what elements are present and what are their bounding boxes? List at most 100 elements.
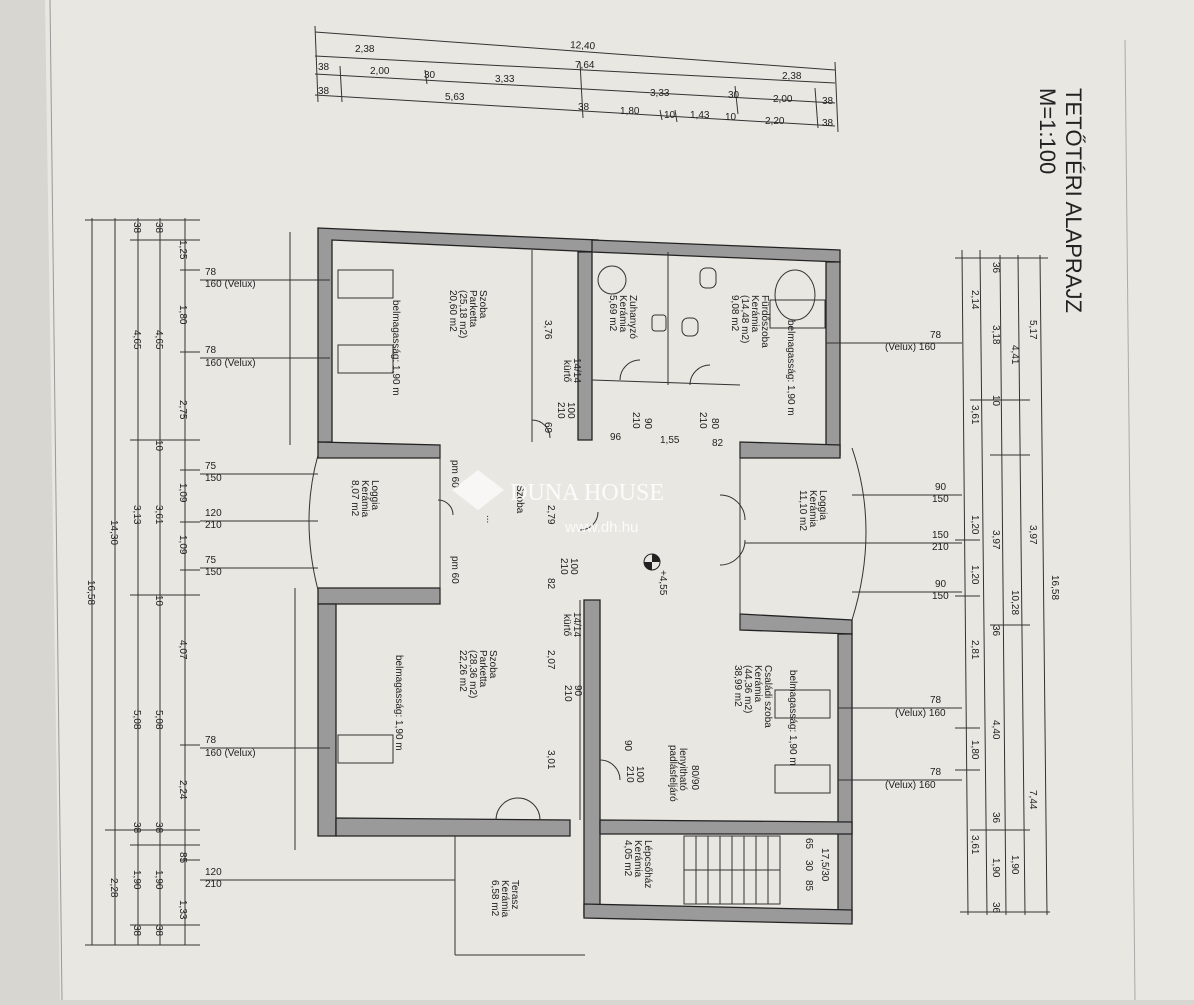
dim-left-5: 1,09	[177, 535, 188, 555]
door-label: kürtő	[561, 360, 572, 383]
room-label: 5,69 m2	[607, 295, 618, 332]
room-label: Kerámia	[749, 295, 760, 333]
window-label: 78	[930, 330, 942, 341]
room-label: Kerámia	[807, 490, 818, 528]
dim-left-4: 38	[153, 925, 164, 937]
window-label: 78	[930, 695, 942, 706]
spot-level-marker	[643, 553, 661, 571]
room-label: 8,07 m2	[349, 480, 360, 517]
dim-left-3: 1,90	[131, 870, 142, 890]
door-label: 80/90	[689, 765, 700, 790]
door-label: 3,01	[545, 750, 556, 770]
dim-left-5: 1,80	[177, 305, 188, 325]
dim-top-1: 12,40	[570, 40, 596, 52]
dim-right-5: 1,20	[969, 565, 980, 585]
window-label: 150	[205, 567, 222, 578]
door-label: 100	[565, 402, 576, 419]
room-label: 6,58 m2	[489, 880, 500, 917]
dim-top-3: 30	[424, 70, 436, 81]
dim-top-3: 3,33	[495, 74, 515, 85]
window-label: 75	[205, 555, 217, 566]
room-height: belmagasság: 1,90 m	[393, 655, 404, 751]
dim-left-3: 38	[131, 222, 142, 234]
door-label: 82	[712, 438, 724, 449]
room-label: Parketta	[477, 650, 488, 688]
door-label: 17,5/30	[819, 848, 830, 882]
window-label: 75	[205, 461, 217, 472]
dim-top-3: 2,00	[773, 94, 793, 105]
door-label: 210	[630, 412, 641, 429]
door-label: 210	[558, 558, 569, 575]
dim-right-4: 4,40	[990, 720, 1001, 740]
dim-right-4: 10	[990, 395, 1001, 407]
dim-right-4: 3,18	[990, 325, 1001, 345]
dim-top-4: 2,20	[765, 116, 785, 127]
door-label: 85	[803, 880, 814, 892]
room-label: 9,08 m2	[729, 295, 740, 332]
dim-left-5: 1,25	[177, 240, 188, 260]
door-label: 210	[697, 412, 708, 429]
room-label: ...	[484, 515, 495, 523]
dim-right-2: 5,17	[1027, 320, 1038, 340]
dim-left-4: 3,61	[153, 505, 164, 525]
door-label: 90	[622, 740, 633, 752]
dim-top-4: 38	[318, 86, 330, 97]
window-label: 160 (Velux)	[205, 748, 256, 759]
window-label: (Velux) 160	[885, 780, 936, 791]
door-label: 80	[709, 418, 720, 430]
dim-top-4: 5,63	[445, 92, 465, 103]
dim-right-5: 3,61	[969, 835, 980, 855]
room-label: Kerámia	[359, 480, 370, 518]
watermark-url: www.dh.hu	[564, 519, 638, 536]
dim-left-4: 5,08	[153, 710, 164, 730]
dim-left-1: 16,58	[85, 580, 96, 605]
dim-left-5: 1,33	[177, 900, 188, 920]
room-label: Loggia	[817, 490, 828, 520]
room-label: Lépcsőház	[642, 840, 653, 888]
window-label: 150	[205, 473, 222, 484]
window-labels: 78 160 (Velux) 78 160 (Velux) 75 150 120…	[200, 267, 962, 890]
room-height: belmagasság: 1,90 m	[390, 300, 401, 396]
dim-top-2c: 2,38	[782, 71, 802, 82]
door-label: 2,79	[545, 505, 556, 525]
window-label: 90	[935, 579, 947, 590]
spot-level-text: +4,55	[657, 570, 668, 596]
dim-top-4: 38	[578, 102, 590, 113]
room-label: 38,99 m2	[732, 665, 743, 707]
dim-right-5: 3,61	[969, 405, 980, 425]
room-label: 20,60 m2	[447, 290, 458, 332]
dim-right-3: 1,90	[1009, 855, 1020, 875]
dim-left-4: 4,65	[153, 330, 164, 350]
room-label: Családi szoba	[762, 665, 773, 728]
room-label: Zuhanyzó	[627, 295, 638, 339]
window-label: 120	[205, 508, 222, 519]
window-label: 150	[932, 530, 949, 541]
door-label: 210	[624, 766, 635, 783]
door-swings	[437, 359, 746, 821]
dim-left-5: 1,09	[177, 483, 188, 503]
dim-left-3: 38	[131, 822, 142, 834]
dim-left-5: 85	[177, 852, 188, 864]
dim-top-2a: 2,38	[355, 44, 375, 55]
right-dimension-chains: 16,58 5,17 3,97 7,44 4,41 10,28 1,90 36 …	[955, 249, 1060, 916]
dim-top-3: 38	[318, 62, 330, 73]
door-label: 90	[572, 685, 583, 697]
window-label: 78	[205, 735, 217, 746]
room-label: Kerámia	[617, 295, 628, 333]
door-label: 3,76	[542, 320, 553, 340]
room-label: 22,26 m2	[457, 650, 468, 692]
dim-right-4: 1,90	[990, 858, 1001, 878]
window-label: 78	[205, 345, 217, 356]
left-dimension-chains: 16,58 14,30 2,28 38 4,65 3,13 5,08 38 1,…	[85, 218, 200, 946]
window-label: 78	[205, 267, 217, 278]
room-label: Kerámia	[632, 840, 643, 878]
door-label: 14/14	[571, 358, 582, 383]
door-labels: 100 210 90 210 80 210 96 1,55 82 100 210…	[449, 320, 830, 892]
door-label: 90	[642, 418, 653, 430]
room-label: Szoba	[514, 485, 525, 514]
room-label: (14,48 m2)	[739, 295, 750, 343]
velux-windows	[337, 269, 831, 794]
door-label: 100	[568, 558, 579, 575]
door-label: 210	[555, 402, 566, 419]
dim-top-4: 10	[725, 112, 737, 123]
